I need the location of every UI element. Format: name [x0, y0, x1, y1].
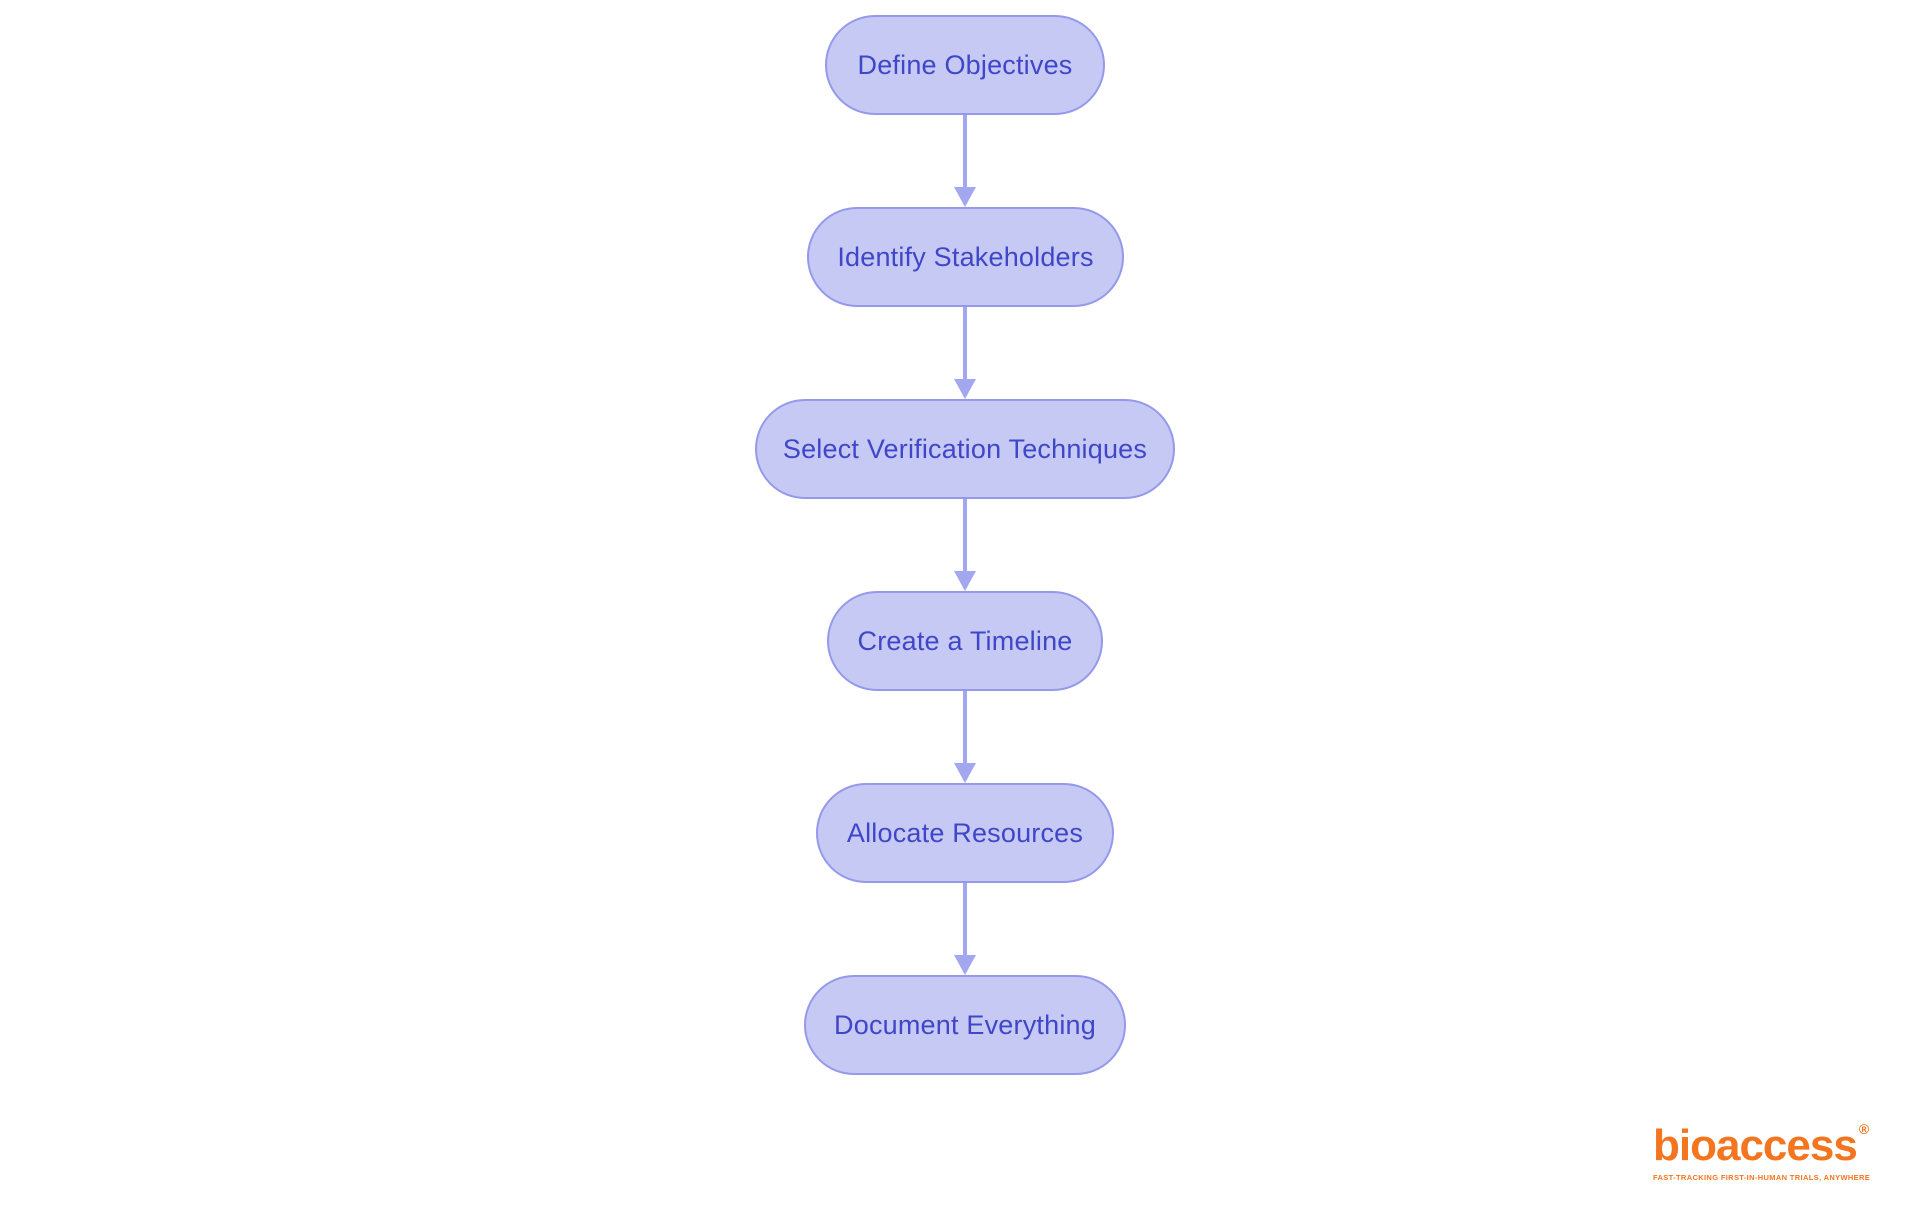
arrow-head-icon — [954, 187, 976, 207]
flow-node-create-a-timeline: Create a Timeline — [827, 591, 1103, 691]
node-label: Define Objectives — [857, 49, 1073, 80]
arrow-line — [963, 307, 967, 379]
arrow-connector — [954, 115, 976, 207]
arrow-head-icon — [954, 763, 976, 783]
arrow-connector — [954, 883, 976, 975]
arrow-connector — [954, 499, 976, 591]
flow-node-define-objectives: Define Objectives — [825, 15, 1105, 115]
arrow-line — [963, 691, 967, 763]
arrow-line — [963, 499, 967, 571]
node-label: Identify Stakeholders — [837, 241, 1094, 272]
node-label: Select Verification Techniques — [782, 433, 1148, 464]
flow-node-identify-stakeholders: Identify Stakeholders — [807, 207, 1124, 307]
node-label: Allocate Resources — [846, 817, 1084, 848]
node-label: Document Everything — [834, 1009, 1096, 1040]
arrow-head-icon — [954, 571, 976, 591]
registered-trademark-icon: ® — [1858, 1121, 1870, 1137]
logo-text: bioaccess — [1653, 1121, 1858, 1170]
bioaccess-logo: bioaccess® FAST-TRACKING FIRST-IN-HUMAN … — [1653, 1121, 1871, 1182]
arrow-line — [963, 883, 967, 955]
flow-node-allocate-resources: Allocate Resources — [816, 783, 1114, 883]
arrow-head-icon — [954, 379, 976, 399]
arrow-connector — [954, 691, 976, 783]
flow-node-document-everything: Document Everything — [804, 975, 1126, 1075]
flow-node-select-verification-techniques: Select Verification Techniques — [755, 399, 1175, 499]
logo-wordmark: bioaccess® — [1653, 1121, 1870, 1170]
arrow-connector — [954, 307, 976, 399]
arrow-line — [963, 115, 967, 187]
node-label: Create a Timeline — [857, 625, 1073, 656]
arrow-head-icon — [954, 955, 976, 975]
logo-tagline: FAST-TRACKING FIRST-IN-HUMAN TRIALS, ANY… — [1653, 1173, 1871, 1182]
